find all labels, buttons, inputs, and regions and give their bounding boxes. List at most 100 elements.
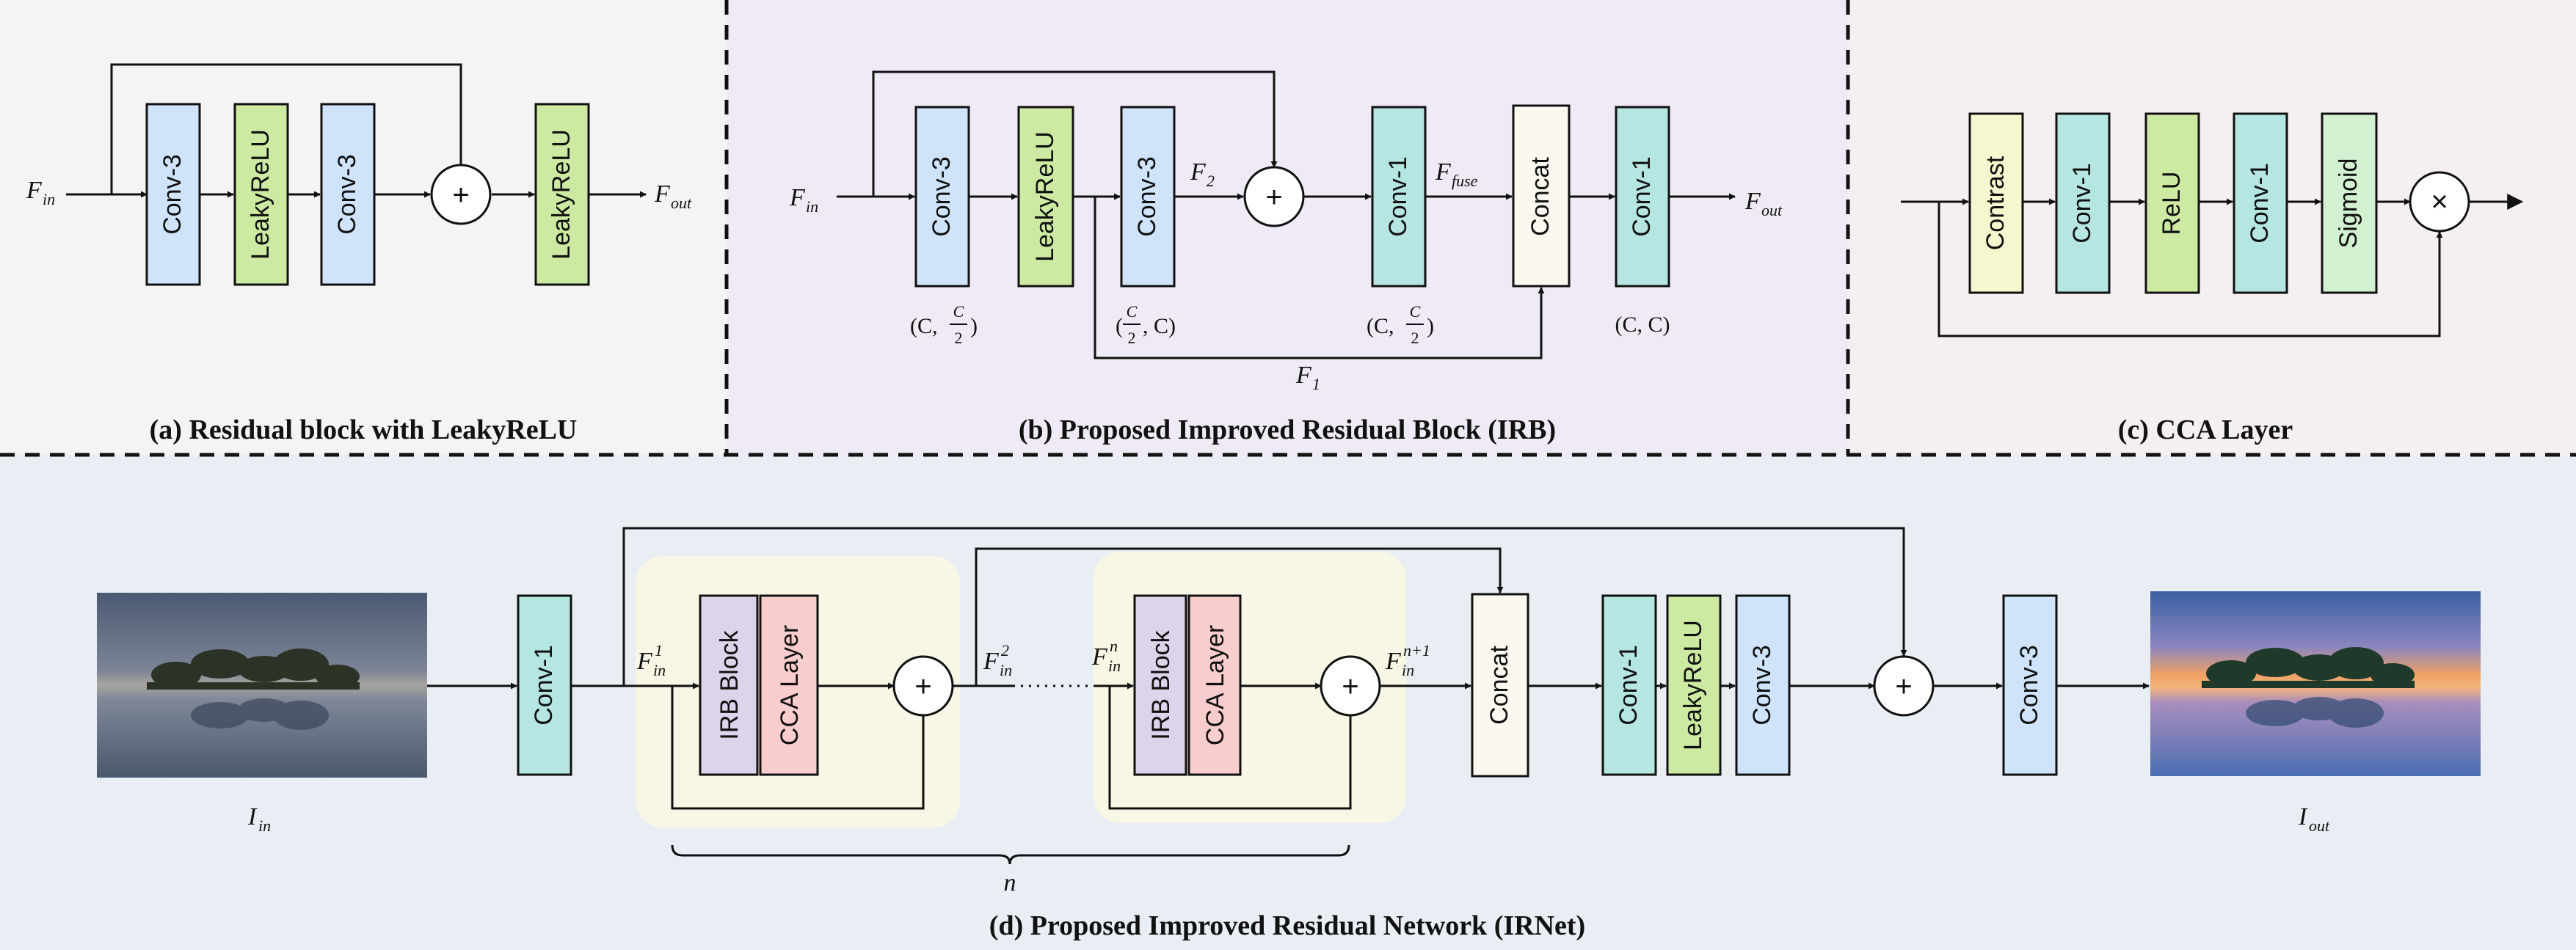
svg-text:×: ×: [2431, 186, 2448, 218]
svg-text:Sigmoid: Sigmoid: [2335, 158, 2362, 249]
svg-text:F: F: [1091, 643, 1108, 671]
dim-label: ( C 2 , C): [1116, 302, 1176, 347]
block-conv1: Conv-1: [1615, 106, 1670, 288]
block-conv1: Conv-1: [1371, 106, 1427, 288]
svg-text:F: F: [983, 648, 1000, 675]
brace-label-n: n: [1004, 869, 1016, 896]
svg-text:F: F: [1744, 188, 1761, 215]
panel-c: Contrast Conv-1 ReLU Conv-1 Sigmoid × (c…: [1901, 112, 2524, 445]
ffuse-label: F fuse: [1435, 158, 1478, 190]
svg-text:F: F: [1190, 158, 1207, 186]
block-concat: Concat: [1512, 104, 1571, 288]
panel-separators: [0, 0, 2576, 457]
block-conv3: Conv-3: [914, 106, 970, 288]
svg-text:IRB Block: IRB Block: [1147, 629, 1175, 739]
dim-label: (C, C): [1615, 313, 1670, 337]
block-leakyrelu: LeakyReLU: [534, 103, 590, 286]
svg-text:2: 2: [1001, 641, 1009, 659]
panel-b-caption: (b) Proposed Improved Residual Block (IR…: [1019, 414, 1556, 445]
svg-text:in: in: [653, 661, 666, 679]
block-irb: IRB Block: [1133, 594, 1187, 776]
svg-text:F: F: [789, 184, 806, 211]
svg-text:): ): [970, 314, 978, 338]
panel-b-output-label: F out: [1744, 188, 1783, 219]
block-conv3: Conv-3: [1120, 106, 1176, 288]
svg-text:fuse: fuse: [1452, 172, 1478, 190]
svg-text:2: 2: [1128, 329, 1136, 347]
svg-text:Conv-3: Conv-3: [333, 154, 361, 235]
svg-text:F: F: [1295, 362, 1312, 389]
f-in-2-label: F 2 in: [983, 641, 1012, 679]
svg-text:(: (: [1116, 314, 1123, 338]
svg-text:): ): [1427, 314, 1434, 338]
multiply-operator: ×: [2409, 171, 2470, 233]
svg-text:n: n: [1110, 637, 1118, 655]
svg-text:in: in: [43, 190, 55, 208]
f1-label: F 1: [1295, 362, 1320, 393]
svg-text:2: 2: [955, 329, 963, 347]
svg-text:C: C: [953, 302, 964, 321]
add-operator: +: [1320, 655, 1381, 717]
svg-text:Conv-3: Conv-3: [1748, 645, 1776, 726]
svg-text:in: in: [1108, 657, 1121, 675]
svg-text:LeakyReLU: LeakyReLU: [1031, 131, 1059, 262]
block-sigmoid: Sigmoid: [2321, 112, 2378, 294]
svg-text:+: +: [1265, 181, 1282, 213]
svg-text:I: I: [2298, 803, 2308, 830]
svg-text:+: +: [452, 179, 469, 211]
block-conv3: Conv-3: [320, 103, 376, 286]
svg-text:Conv-3: Conv-3: [2015, 645, 2043, 726]
add-operator: +: [1873, 655, 1935, 717]
svg-text:Conv-3: Conv-3: [159, 154, 186, 235]
svg-text:Conv-1: Conv-1: [1384, 156, 1412, 237]
panel-a: F in Conv-3 LeakyReLU Conv-3 +: [26, 63, 692, 445]
svg-text:F: F: [654, 180, 671, 208]
svg-text:in: in: [1402, 661, 1414, 679]
block-cca: CCA Layer: [1187, 594, 1242, 776]
f-in-n-label: F n in: [1091, 637, 1121, 675]
panel-b: F in Conv-3 LeakyReLU Conv-3: [789, 70, 1783, 445]
f2-label: F 2: [1190, 158, 1215, 190]
block-conv1: Conv-1: [2233, 112, 2288, 294]
output-image-label: I out: [2298, 803, 2330, 835]
svg-text:LeakyReLU: LeakyReLU: [1679, 620, 1707, 750]
panel-d: I in I out: [97, 527, 2481, 941]
svg-text:LeakyReLU: LeakyReLU: [547, 129, 575, 260]
panel-b-input-label: F in: [789, 184, 818, 216]
dim-label: (C, C 2 ): [1367, 302, 1434, 347]
block-conv3: Conv-3: [2002, 594, 2058, 776]
add-operator: +: [1243, 166, 1305, 227]
svg-text:F: F: [636, 648, 653, 675]
block-conv1: Conv-1: [1601, 594, 1657, 776]
svg-text:Contrast: Contrast: [1982, 156, 2009, 250]
panel-b-background: [727, 0, 1848, 455]
svg-text:(C,: (C,: [910, 314, 938, 338]
svg-text:F: F: [1385, 648, 1402, 675]
svg-text:+: +: [1342, 671, 1358, 703]
svg-text:F: F: [26, 177, 43, 204]
block-irb: IRB Block: [699, 594, 759, 776]
svg-text:Concat: Concat: [1527, 157, 1554, 236]
panel-a-input-label: F in: [26, 177, 55, 208]
svg-text:in: in: [1000, 661, 1012, 679]
svg-text:C: C: [1410, 302, 1421, 321]
panel-c-caption: (c) CCA Layer: [2118, 414, 2293, 445]
svg-text:, C): , C): [1143, 314, 1176, 338]
svg-text:ReLU: ReLU: [2158, 172, 2186, 235]
panel-a-caption: (a) Residual block with LeakyReLU: [150, 414, 578, 445]
f-in-1-label: F 1 in: [636, 641, 666, 679]
svg-text:Conv-1: Conv-1: [1615, 645, 1642, 726]
svg-text:n+1: n+1: [1403, 641, 1430, 659]
svg-text:Concat: Concat: [1485, 646, 1513, 725]
block-contrast: Contrast: [1968, 112, 2024, 294]
block-leakyrelu: LeakyReLU: [233, 103, 289, 286]
block-conv3: Conv-3: [145, 103, 201, 286]
svg-text:in: in: [806, 197, 818, 216]
svg-text:in: in: [258, 816, 271, 835]
svg-text:+: +: [914, 671, 931, 703]
svg-text:2: 2: [1207, 172, 1215, 190]
svg-text:I: I: [247, 803, 258, 830]
block-conv3: Conv-3: [1735, 594, 1791, 776]
svg-text:CCA Layer: CCA Layer: [776, 625, 804, 745]
